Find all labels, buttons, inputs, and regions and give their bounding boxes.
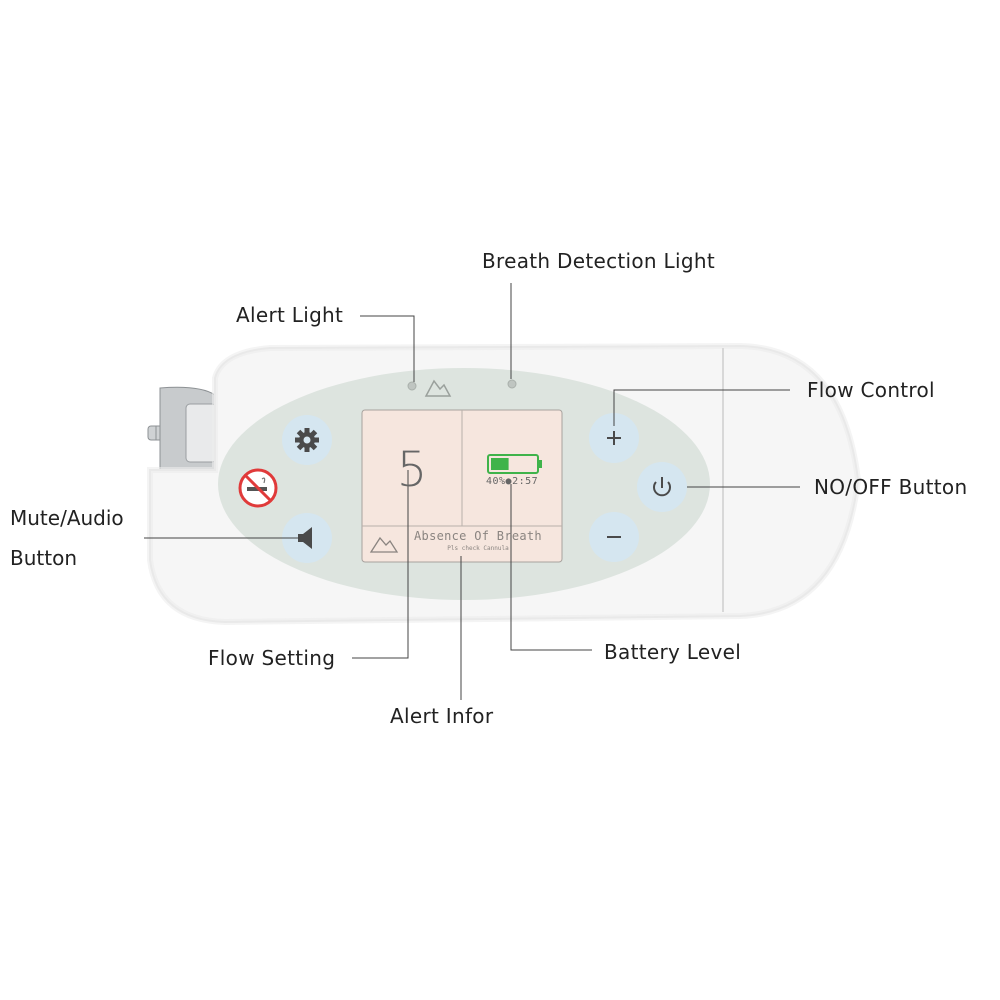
power-icon	[653, 477, 671, 497]
alert-subtitle: Pls check Cannula	[447, 545, 509, 552]
callout-mute-audio-line1: Mute/Audio	[10, 506, 124, 530]
lcd-alert-icon	[369, 536, 399, 553]
callout-alert-info: Alert Infor	[390, 704, 494, 728]
flow-setting-value: 5	[396, 442, 428, 498]
mute-audio-button[interactable]	[282, 513, 332, 563]
callout-mute-audio: Mute/Audio Button	[10, 498, 124, 578]
leader-lines	[144, 283, 800, 700]
callout-mute-audio-line2: Button	[10, 546, 77, 570]
gear-icon	[295, 428, 319, 452]
no-smoking-icon	[238, 468, 278, 508]
callout-battery-level: Battery Level	[604, 640, 742, 664]
battery-icon	[487, 454, 542, 474]
settings-button[interactable]	[282, 415, 332, 465]
alert-triangle-icon	[424, 379, 452, 397]
flow-minus-button[interactable]	[589, 512, 639, 562]
lcd-screen	[361, 409, 563, 563]
callout-on-off-button: NO/OFF Button	[814, 475, 968, 499]
speaker-icon	[298, 527, 312, 549]
callout-alert-light: Alert Light	[236, 303, 344, 327]
oxygen-outlet-nozzle	[147, 386, 217, 473]
power-button[interactable]	[637, 462, 687, 512]
battery-status-text: 40%●2:57	[486, 476, 539, 487]
alert-light	[407, 381, 417, 391]
callout-flow-setting: Flow Setting	[208, 646, 336, 670]
battery-fill	[491, 458, 509, 470]
breath-detection-light	[507, 379, 517, 389]
alert-title: Absence Of Breath	[414, 529, 542, 543]
callout-breath-detection-light: Breath Detection Light	[482, 249, 715, 273]
callout-flow-control: Flow Control	[807, 378, 935, 402]
flow-plus-button[interactable]	[589, 413, 639, 463]
